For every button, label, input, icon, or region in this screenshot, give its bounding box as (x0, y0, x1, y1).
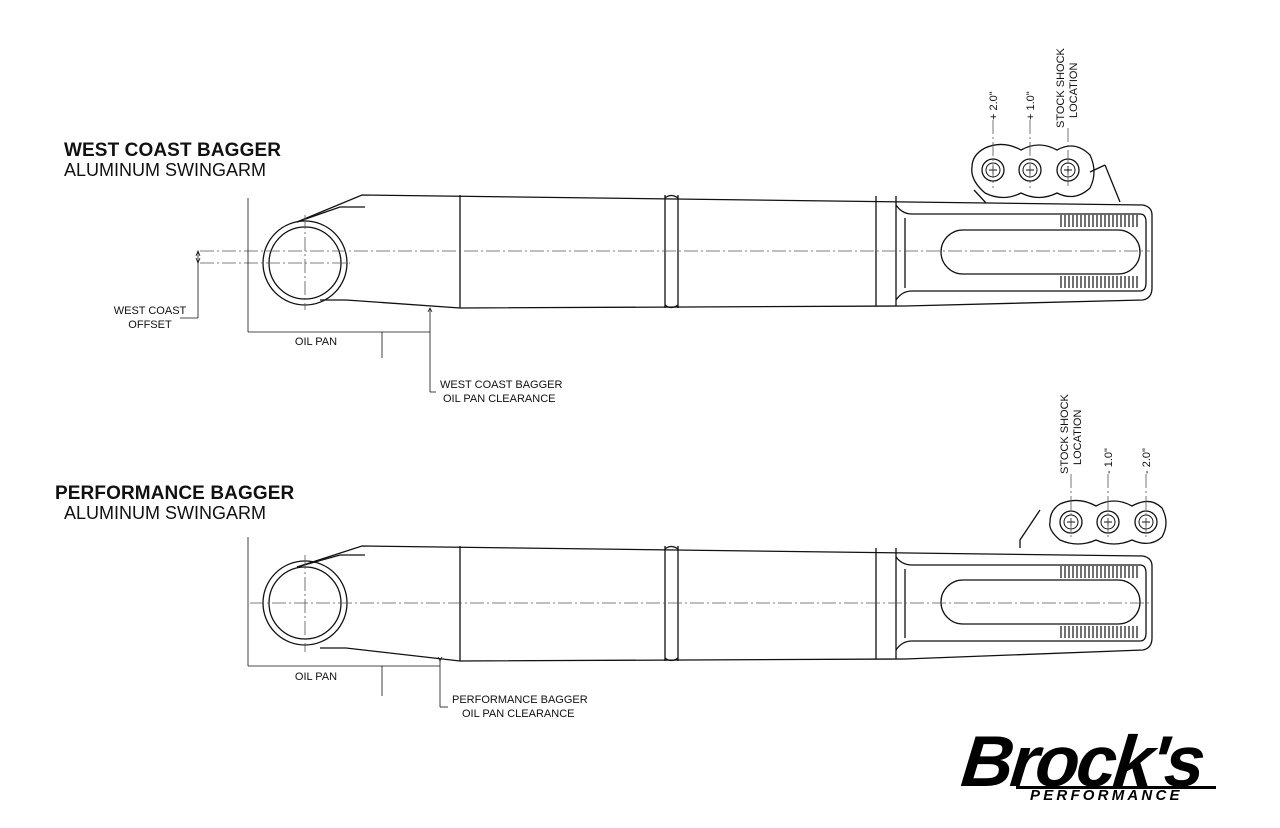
bottom-title: PERFORMANCE BAGGER (55, 483, 295, 504)
bottom-clearance-label-1: PERFORMANCE BAGGER (452, 694, 588, 706)
bottom-swingarm (262, 499, 1167, 662)
top-shock-holes (985, 162, 1076, 178)
top-clearance-label-1: WEST COAST BAGGER (440, 379, 563, 391)
bottom-oil-pan-label: OIL PAN (295, 671, 337, 683)
top-oil-pan-label: OIL PAN (295, 336, 337, 348)
bottom-subtitle: ALUMINUM SWINGARM (64, 503, 266, 523)
top-shock-mount (971, 143, 1095, 199)
bottom-shock-label-minus-1: - 1.0" (1103, 448, 1115, 474)
bottom-stock-label-2: LOCATION (1072, 410, 1084, 465)
bottom-shock-mount (1049, 499, 1167, 545)
bottom-center-lines (250, 474, 1150, 652)
bottom-shock-holes (1063, 514, 1154, 530)
top-subtitle: ALUMINUM SWINGARM (64, 160, 266, 180)
top-shock-label-plus-1: + 1.0" (1025, 91, 1037, 120)
bottom-shock-label-minus-2: - 2.0" (1141, 448, 1153, 474)
top-swingarm (262, 143, 1153, 309)
top-offset-label-2: OFFSET (128, 319, 172, 331)
top-offset-label-1: WEST COAST (114, 305, 187, 317)
top-clearance-label-2: OIL PAN CLEARANCE (443, 393, 555, 405)
top-stock-label-1: STOCK SHOCK (1055, 47, 1067, 128)
top-shock-label-plus-2: + 2.0" (988, 91, 1000, 120)
logo-underline (1016, 786, 1216, 789)
top-dimensions (180, 198, 436, 393)
bottom-dimensions (247, 537, 448, 708)
bottom-stock-label-1: STOCK SHOCK (1059, 393, 1071, 474)
top-center-lines (200, 120, 1150, 310)
bottom-clearance-label-2: OIL PAN CLEARANCE (462, 708, 574, 720)
top-stock-label-2: LOCATION (1068, 63, 1080, 118)
brand-logo-subtitle: PERFORMANCE (1030, 787, 1183, 804)
top-title: WEST COAST BAGGER (64, 140, 282, 161)
